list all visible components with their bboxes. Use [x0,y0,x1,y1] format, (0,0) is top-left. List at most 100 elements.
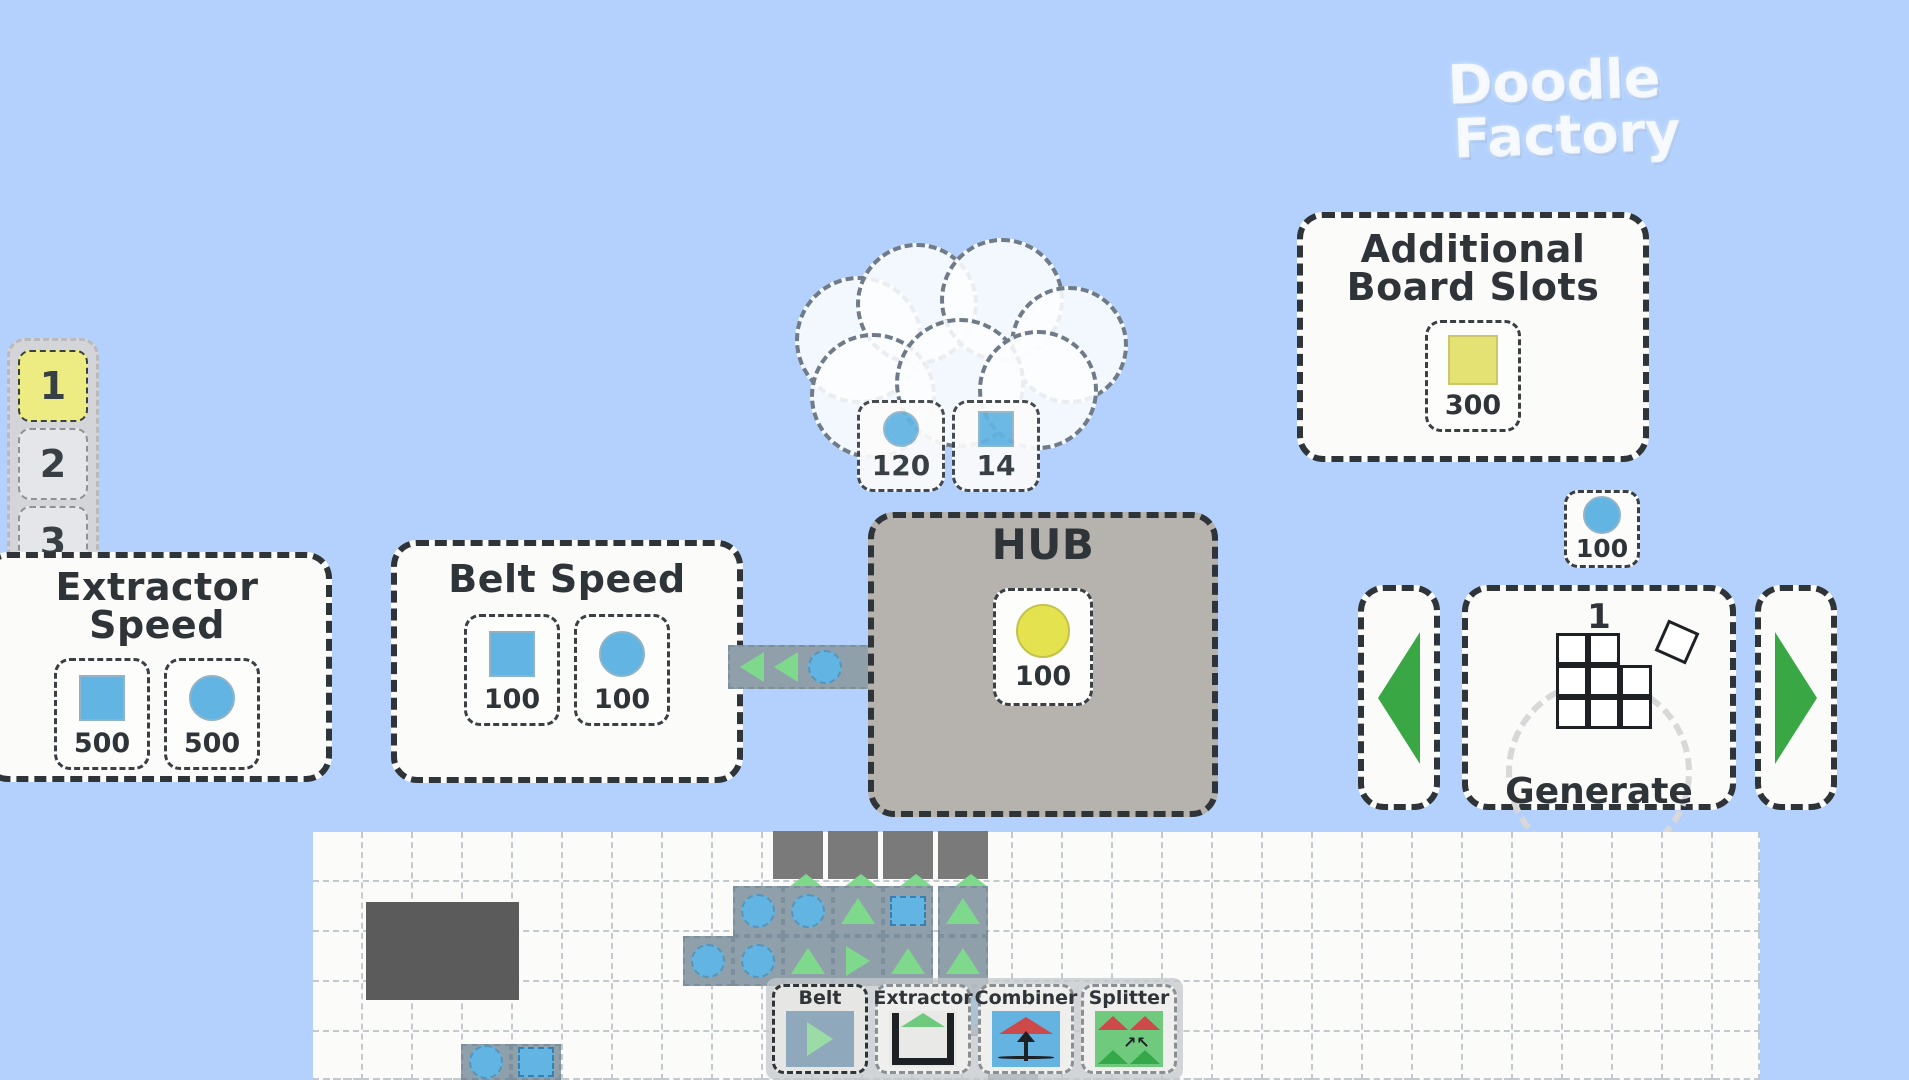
additional-board-slots-title: Additional Board Slots [1303,230,1643,306]
belt-tile[interactable] [833,886,883,936]
belt-tile[interactable] [883,936,933,986]
belt-tile[interactable] [511,1044,561,1080]
blue-square-icon [978,410,1014,447]
extractor-machine[interactable] [938,831,988,879]
build-toolbar[interactable]: Belt Extractor Combiner Splitter [766,978,1183,1080]
extractor-speed-title: Extractor Speed [0,568,326,644]
blue-circle-icon [189,670,235,726]
extractor-speed-square-upgrade[interactable]: 500 [54,658,150,770]
hub-upgrade-cost: 100 [1014,660,1072,692]
belt-tile[interactable] [783,936,833,986]
hub-input-belt[interactable] [728,645,876,689]
extractor-arrow-icon [954,874,988,887]
extractor-speed-circle-upgrade[interactable]: 500 [164,658,260,770]
belt-speed-circle-cost: 100 [593,683,651,715]
generate-cost-value: 100 [1575,533,1629,563]
generate-next-button[interactable] [1755,585,1837,810]
tool-extractor-label: Extractor [873,987,973,1009]
belt-item-circle [808,650,842,684]
generate-prev-button[interactable] [1358,585,1440,810]
belt-icon [786,1011,854,1067]
belt-item-square [518,1047,554,1077]
belt-item-circle [469,1045,503,1079]
hub-panel[interactable]: HUB 100 [868,512,1218,817]
belt-tile[interactable] [461,1044,511,1080]
blue-square-icon [489,626,535,682]
belt-direction-icon [946,948,980,974]
belt-item-circle [791,894,825,928]
extractor-speed-panel[interactable]: Extractor Speed 500 500 [0,552,332,782]
blue-square-icon [79,670,125,726]
tool-belt-label: Belt [798,987,842,1009]
belt-item-circle [741,894,775,928]
extractor-arrow-icon [899,874,933,887]
blue-circle-icon [1583,495,1621,534]
resource-deposit[interactable] [366,902,519,1000]
belt-speed-panel[interactable]: Belt Speed 100 100 [391,540,743,783]
belt-tile[interactable] [938,886,988,936]
belt-tile[interactable] [783,886,833,936]
extractor-machine[interactable] [828,831,878,879]
game-title-line2: Factory [1452,99,1682,171]
generate-shape-preview [1556,633,1652,729]
tool-splitter[interactable]: Splitter ↗↖ [1081,984,1177,1074]
board-slot-1[interactable]: 1 [18,350,88,422]
combiner-icon [992,1011,1060,1067]
extractor-machine[interactable] [773,831,823,879]
generate-count: 1 [1587,597,1611,637]
right-arrow-icon [1775,631,1817,764]
belt-tile[interactable] [883,886,933,936]
belt-direction-icon [891,948,925,974]
additional-board-slots-buy-button[interactable]: 300 [1425,320,1521,432]
extractor-speed-circle-cost: 500 [183,727,241,759]
belt-direction-icon [846,946,870,976]
belt-tile[interactable] [833,936,883,986]
left-arrow-icon [1378,631,1420,764]
generate-cost-badge: 100 [1564,490,1640,568]
generate-label: Generate [1505,771,1693,812]
additional-board-slots-title-line1: Additional [1360,227,1586,271]
extractor-speed-title-line2: Speed [89,603,225,647]
tool-combiner[interactable]: Combiner [975,984,1077,1074]
resource-counter-circle-value: 120 [871,448,931,482]
belt-direction-icon [946,898,980,924]
game-title-line1: Doodle [1446,46,1662,117]
resource-counter-square-value: 14 [976,448,1016,482]
board-slot-1-label: 1 [39,364,67,408]
belt-direction-icon [791,948,825,974]
belt-speed-square-upgrade[interactable]: 100 [464,614,560,726]
blue-circle-icon [883,410,919,447]
belt-item-circle [691,944,725,978]
belt-speed-circle-upgrade[interactable]: 100 [574,614,670,726]
additional-board-slots-panel[interactable]: Additional Board Slots 300 [1297,212,1649,462]
board-slot-2[interactable]: 2 [18,428,88,500]
belt-tile[interactable] [733,886,783,936]
game-title: Doodle Factory [1423,46,1687,171]
belt-speed-title: Belt Speed [448,557,686,601]
belt-tile[interactable] [733,936,783,986]
extractor-arrow-icon [789,874,823,887]
resource-counter-circle: 120 [857,400,945,492]
board-slot-2-label: 2 [39,442,67,486]
extractor-icon [889,1011,957,1067]
belt-tile[interactable] [683,936,733,986]
belt-item-circle [741,944,775,978]
yellow-circle-icon [1016,603,1070,659]
hub-title: HUB [991,520,1095,569]
extractor-machine[interactable] [883,831,933,879]
additional-board-slots-cost: 300 [1444,389,1502,421]
generate-panel[interactable]: 1 Generate [1462,585,1736,865]
tool-extractor[interactable]: Extractor [873,984,973,1074]
tool-belt[interactable]: Belt [772,984,868,1074]
hub-upgrade-button[interactable]: 100 [993,588,1093,706]
yellow-square-icon [1448,332,1498,388]
belt-item-square [890,896,926,926]
extractor-speed-title-line1: Extractor [55,565,259,609]
tool-combiner-label: Combiner [974,987,1078,1009]
belt-speed-square-cost: 100 [483,683,541,715]
tool-splitter-label: Splitter [1088,987,1170,1009]
belt-direction-icon [841,898,875,924]
additional-board-slots-title-line2: Board Slots [1346,265,1600,309]
resource-counter-square: 14 [952,400,1040,492]
